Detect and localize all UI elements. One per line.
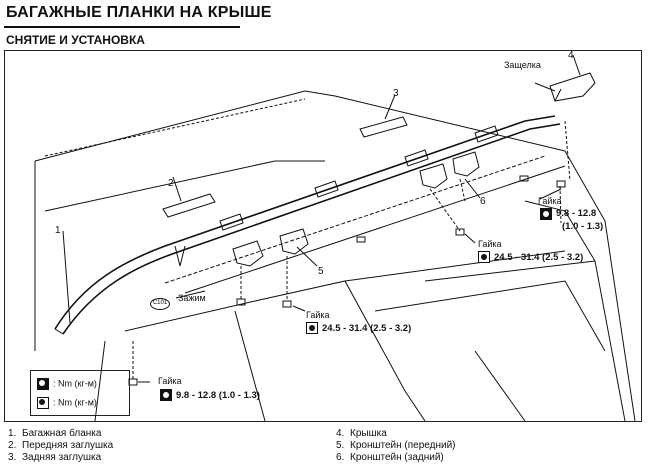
legend-row-2: : Nm (кг-м): [37, 397, 97, 409]
torque-nut-icon: [478, 251, 490, 263]
torque-wrench-icon: [540, 208, 552, 220]
leader-4: [572, 54, 581, 76]
legend-text-1: : Nm (кг-м): [53, 378, 97, 389]
callout-5: 5: [318, 266, 324, 277]
rear-end-cap-shape: [359, 116, 408, 138]
nut-label-mid: Гайка: [478, 239, 502, 249]
callout-4: 4: [568, 50, 574, 61]
illustration-frame: [4, 50, 642, 422]
rear-bracket-a: [419, 163, 448, 189]
leader-5: [296, 246, 318, 267]
list-item: 3.Задняя заглушка: [8, 452, 102, 463]
callout-3: 3: [393, 88, 399, 99]
section-subtitle: СНЯТИЕ И УСТАНОВКА: [6, 33, 145, 47]
parts-list-right: 4.Крышка 5.Кронштейн (передний) 6.Кроншт…: [336, 428, 455, 464]
torque-wrench-icon: [37, 378, 49, 390]
nut-label-center: Гайка: [306, 310, 330, 320]
leader-3: [384, 94, 396, 120]
torque-mid: 24.5 - 31.4 (2.5 - 3.2): [494, 252, 584, 263]
leader-1: [62, 230, 71, 324]
cover-shape: [549, 72, 596, 102]
roof-front-edge: [34, 90, 336, 162]
leader-6: [464, 178, 481, 199]
list-item: 6.Кронштейн (задний): [336, 452, 444, 463]
torque-nut-icon: [37, 397, 49, 409]
roof-rack-illustration: [34, 54, 636, 421]
leader-2: [172, 176, 182, 202]
callout-2: 2: [168, 178, 174, 189]
title-underline: [4, 26, 240, 28]
torque-wrench-icon: [160, 389, 172, 401]
torque-top: 9.8 - 12.8: [556, 208, 597, 219]
rear-bracket-b: [452, 151, 480, 177]
latch-label: Защелка: [504, 60, 541, 70]
front-bracket-a: [232, 240, 264, 267]
list-item: 4.Крышка: [336, 428, 387, 439]
list-item: 1.Багажная бланка: [8, 428, 102, 439]
nut-label-top: Гайка: [538, 196, 562, 206]
legend-text-2: : Nm (кг-м): [53, 397, 97, 408]
callout-1: 1: [55, 225, 61, 236]
nut-label-bottom: Гайка: [158, 376, 182, 386]
clip-code-badge: C101: [150, 298, 170, 310]
torque-center: 24.5 - 31.4 (2.5 - 3.2): [322, 323, 412, 334]
list-item: 5.Кронштейн (передний): [336, 440, 456, 451]
front-bracket-b: [279, 228, 309, 255]
clip-label: Зажим: [178, 293, 206, 303]
torque-top-alt: (1.0 - 1.3): [562, 221, 604, 232]
legend-row-1: : Nm (кг-м): [37, 378, 97, 390]
page-title: БАГАЖНЫЕ ПЛАНКИ НА КРЫШЕ: [6, 4, 272, 21]
front-end-cap-shape: [162, 193, 216, 218]
roof-rail-outline: [54, 115, 556, 330]
list-item: 2.Передняя заглушка: [8, 440, 114, 451]
torque-legend: : Nm (кг-м) : Nm (кг-м): [30, 370, 130, 416]
torque-bottom: 9.8 - 12.8 (1.0 - 1.3): [176, 390, 260, 401]
torque-nut-icon: [306, 322, 318, 334]
parts-list-left: 1.Багажная бланка 2.Передняя заглушка 3.…: [8, 428, 113, 464]
callout-6: 6: [480, 196, 486, 207]
